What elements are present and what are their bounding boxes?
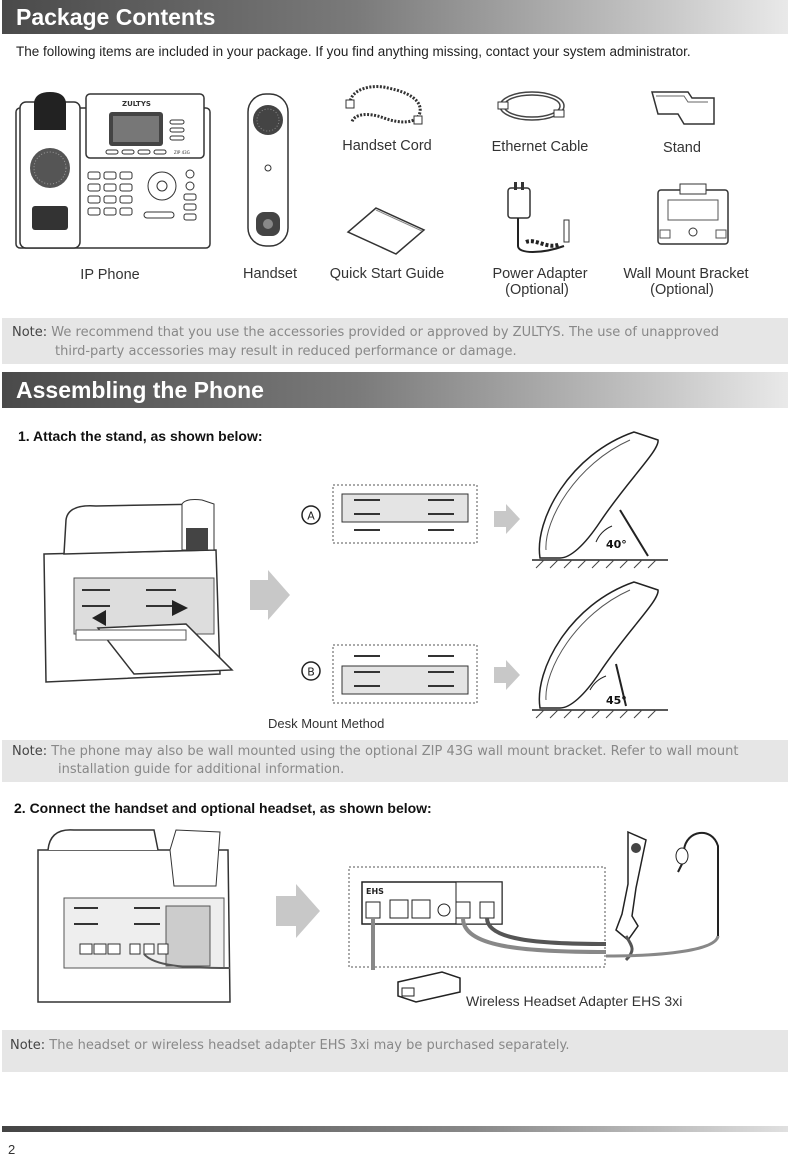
arrow-right-small-icon — [494, 660, 520, 690]
port-panel-image: EHS — [348, 866, 607, 970]
handset-image — [247, 93, 289, 247]
note-label: Note: — [10, 1038, 46, 1053]
note1-text-line2: third-party accessories may result in re… — [55, 344, 517, 359]
footer-bar — [2, 1126, 788, 1132]
ip-phone-label: IP Phone — [80, 267, 140, 283]
phone-back-connect-image — [37, 829, 231, 1003]
package-intro-text: The following items are included in your… — [16, 44, 691, 59]
option-b-icon: B — [301, 661, 321, 681]
power-adapter-label: Power Adapter — [492, 266, 588, 282]
package-contents-header: Package Contents — [2, 0, 788, 34]
handset-cord-image — [345, 85, 423, 125]
handset-headset-image — [606, 830, 720, 962]
page-number: 2 — [8, 1142, 16, 1157]
phone-back-stand-image — [43, 499, 234, 683]
desk-mount-caption: Desk Mount Method — [268, 716, 385, 731]
angle-40-label: 40° — [606, 538, 627, 551]
power-adapter-image — [507, 182, 570, 253]
wall-mount-bracket-label: Wall Mount Bracket — [623, 266, 749, 282]
wireless-adapter-label: Wireless Headset Adapter EHS 3xi — [466, 993, 683, 1009]
headset-note: Note: The headset or wireless headset ad… — [2, 1030, 788, 1072]
ip-phone-image: ZULTYS ZIP 43G — [15, 92, 211, 249]
wall-mount-bracket-image — [657, 183, 729, 245]
assembling-header: Assembling the Phone — [2, 372, 788, 408]
ethernet-cable-label: Ethernet Cable — [491, 139, 589, 155]
note1-text: We recommend that you use the accessorie… — [51, 325, 719, 340]
quick-start-guide-image — [346, 207, 426, 255]
handset-cord-label: Handset Cord — [342, 138, 432, 154]
wireless-adapter-image — [397, 971, 461, 1003]
accessories-note: Note: We recommend that you use the acce… — [2, 318, 788, 364]
handset-label: Handset — [242, 266, 297, 282]
phone-side-40-image: 40° — [532, 431, 668, 569]
stand-image — [651, 91, 715, 125]
wall-mount-optional: (Optional) — [650, 282, 714, 298]
step2-heading: 2. Connect the handset and optional head… — [14, 800, 432, 816]
arrow-right-icon — [250, 570, 290, 620]
note2-text-line2: installation guide for additional inform… — [58, 762, 345, 777]
arrow-right-small-icon — [494, 504, 520, 534]
option-a-label: A — [307, 510, 315, 523]
option-a-icon: A — [301, 505, 321, 525]
note-label: Note: — [12, 325, 48, 340]
phone-side-45-image: 45° — [532, 581, 668, 719]
arrow-right-icon — [276, 884, 320, 938]
note3-text: The headset or wireless headset adapter … — [49, 1038, 570, 1053]
note2-text: The phone may also be wall mounted using… — [51, 744, 739, 759]
note-label: Note: — [12, 744, 48, 759]
stand-label: Stand — [663, 140, 701, 156]
step1-heading: 1. Attach the stand, as shown below: — [18, 428, 263, 444]
wall-mount-note: Note: The phone may also be wall mounted… — [2, 740, 788, 782]
power-adapter-optional: (Optional) — [505, 282, 569, 298]
phone-brand-text: ZULTYS — [122, 100, 151, 108]
slot-diagram-a — [332, 484, 478, 544]
ethernet-cable-image — [497, 91, 565, 121]
option-b-label: B — [307, 666, 315, 679]
slot-diagram-b — [332, 644, 478, 704]
quick-start-guide-label: Quick Start Guide — [329, 266, 445, 282]
angle-45-label: 45° — [606, 694, 627, 707]
ehs-port-label: EHS — [366, 887, 384, 896]
phone-model-text: ZIP 43G — [174, 150, 190, 155]
